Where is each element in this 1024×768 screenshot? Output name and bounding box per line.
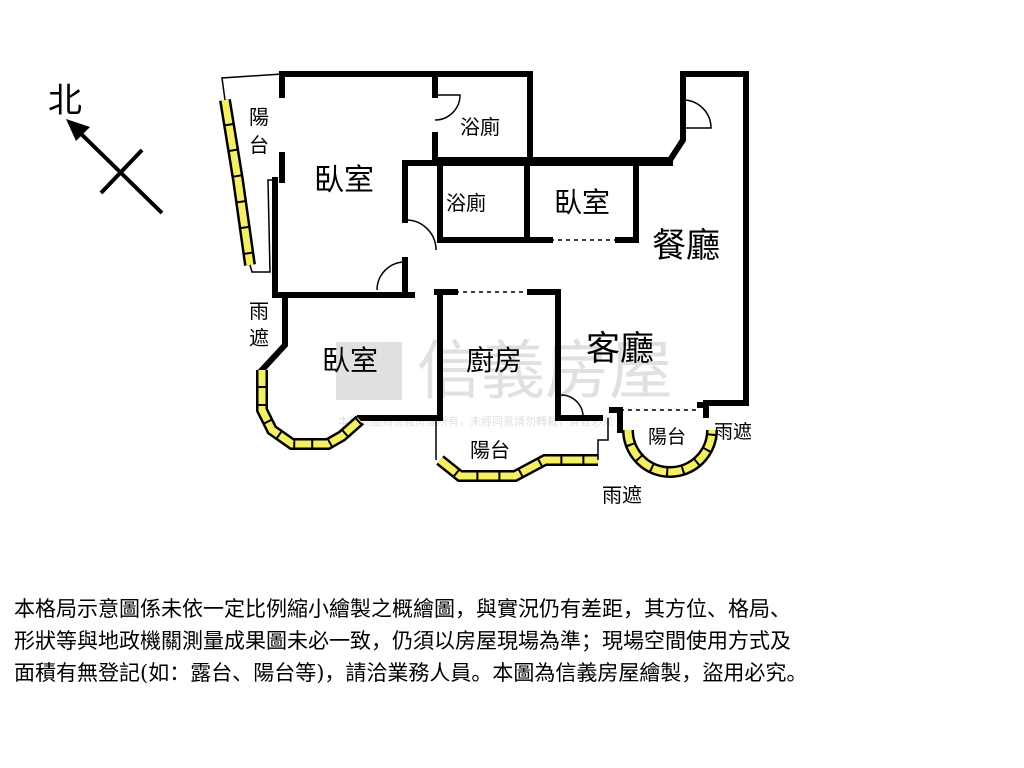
label-bedroom-center: 臥室 (554, 186, 610, 219)
label-canopy-east: 雨遮 (714, 421, 752, 443)
label-bedroom-sw: 臥室 (322, 344, 378, 377)
door-entry (682, 99, 712, 129)
arrow-head-icon (66, 119, 90, 141)
doors (376, 94, 712, 419)
wall-segment (257, 292, 288, 375)
north-arrow-icon (70, 123, 164, 215)
wall-segment (437, 160, 553, 243)
disclaimer-line: 本格局示意圖係未依一定比例縮小繪製之概繪圖，與實況仍有差距，其方位、格局、 (14, 597, 791, 621)
watermark-brand: 信義房屋 (417, 335, 673, 409)
label-balcony-west-2: 台 (249, 133, 269, 157)
balcony-west-edge (221, 73, 283, 101)
outer-wall-north-east (279, 71, 749, 406)
window-south-balcony-glass (437, 456, 598, 480)
label-balcony-south: 陽台 (470, 438, 510, 462)
window-west-glass (221, 99, 254, 266)
label-kitchen: 廚房 (466, 344, 522, 377)
window-east-arc-glass (624, 429, 716, 476)
label-living: 客廳 (586, 329, 654, 369)
label-canopy-west-2: 遮 (249, 326, 269, 350)
label-bath-top: 浴廁 (460, 115, 500, 139)
disclaimer: 本格局示意圖係未依一定比例縮小繪製之概繪圖，與實況仍有差距，其方位、格局、 形狀… (14, 593, 1014, 689)
room-labels: 臥室 浴廁 浴廁 臥室 餐廳 客廳 廚房 臥室 陽 台 雨 遮 陽台 陽台 雨遮… (249, 105, 752, 507)
label-bath-mid: 浴廁 (446, 191, 486, 215)
door-bath-mid (404, 219, 437, 251)
watermark: 信義房屋 本格局圖為信義房屋所有，未經同意請勿轉載，違者必究 (336, 335, 673, 428)
windows (219, 99, 718, 482)
north-label: 北 (48, 81, 82, 121)
disclaimer-line: 面積有無登記(如：露台、陽台等)，請洽業務人員。本圖為信義房屋繪製，盜用必究。 (14, 661, 808, 685)
door-balcony-south (560, 394, 584, 419)
wall-segment (697, 402, 709, 418)
balcony-outlines (221, 73, 609, 460)
balcony-south-edge (597, 418, 609, 460)
disclaimer-line: 形狀等與地政機關測量成果圖未必一致，仍須以房屋現場為準；現場空間使用方式及 (14, 629, 791, 653)
wall-segment (609, 407, 623, 433)
compass-cross-icon (99, 148, 144, 195)
label-balcony-west-1: 陽 (249, 105, 269, 129)
window-sw-bay-glass (258, 370, 363, 448)
compass: 北 (48, 81, 164, 215)
walls (257, 71, 749, 433)
door-bedroom-sw (376, 261, 406, 291)
label-canopy-south: 雨遮 (602, 483, 642, 507)
watermark-logo-icon (336, 342, 402, 400)
balcony-west-edge (249, 179, 275, 273)
wall-segment (615, 160, 639, 243)
door-bath-top (434, 94, 461, 121)
label-balcony-east: 陽台 (648, 426, 686, 448)
wall-segment (527, 289, 561, 421)
label-dining: 餐廳 (652, 226, 720, 266)
label-bedroom-nw: 臥室 (314, 163, 374, 198)
label-canopy-west-1: 雨 (249, 299, 269, 323)
